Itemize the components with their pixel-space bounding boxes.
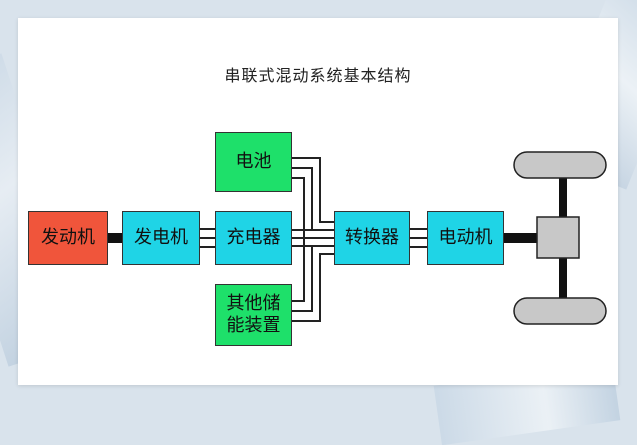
diagram-card: 串联式混动系统基本结构 [18,18,618,385]
motor-label: 电动机 [438,227,493,248]
converter-block: 转换器 [334,211,410,265]
axle-lower [559,258,567,304]
wire-storage-bus [292,237,334,322]
wire-battery-bus [292,157,334,239]
motor-block: 电动机 [427,211,504,265]
wire-generator-charger [200,228,215,248]
engine-block: 发动机 [28,211,108,265]
converter-label: 转换器 [345,227,399,248]
differential [536,216,580,259]
battery-block: 电池 [215,132,292,192]
generator-label: 发电机 [134,227,188,248]
other-storage-label-line1: 其他储 [226,293,281,314]
shaft-motor-differential [504,233,538,243]
charger-label: 充电器 [226,227,281,248]
battery-label: 电池 [235,151,272,172]
wheel-upper [513,151,607,179]
connection-wires [107,151,607,325]
wheel-lower [513,297,607,325]
other-storage-block: 其他储 能装置 [215,284,292,346]
other-storage-label-line2: 能装置 [226,315,281,336]
shaft-engine-generator [107,233,122,243]
charger-block: 充电器 [215,211,292,265]
diagram-title: 串联式混动系统基本结构 [224,66,412,85]
engine-label: 发动机 [41,227,95,248]
wire-converter-motor [410,228,427,248]
axle-upper [559,171,567,217]
generator-block: 发电机 [122,211,200,265]
